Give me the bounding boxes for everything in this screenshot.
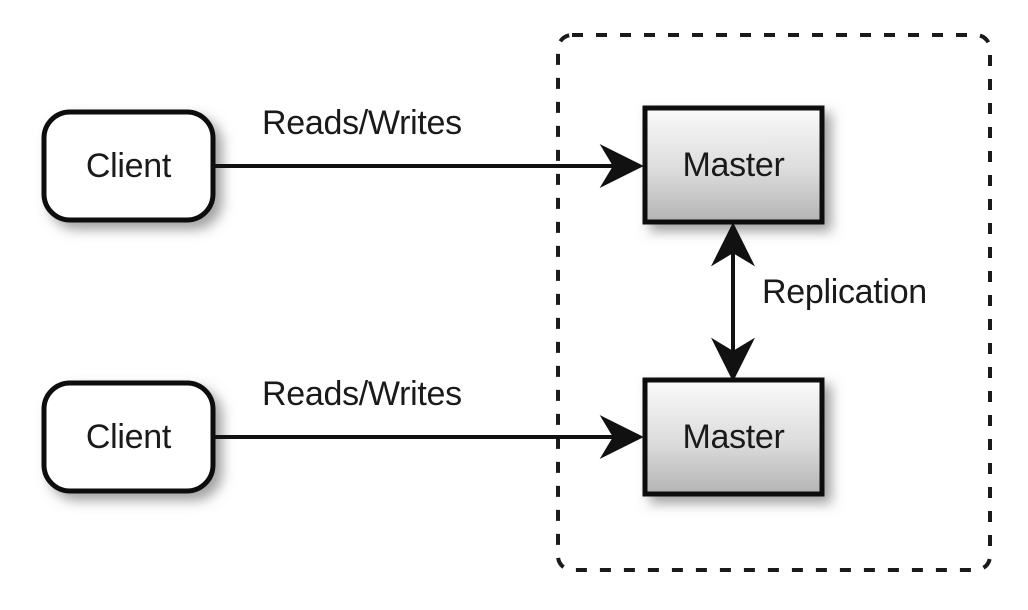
- node-client-top[interactable]: [41, 109, 216, 223]
- client-top-shape: [41, 109, 216, 223]
- node-client-bottom[interactable]: [41, 380, 216, 494]
- edge-label-reads-writes-bottom: Reads/Writes: [262, 375, 462, 413]
- node-master-bottom[interactable]: [642, 377, 825, 497]
- edge-label-replication: Replication: [762, 273, 927, 311]
- client-bottom-shape: [41, 380, 216, 494]
- edge-label-reads-writes-top: Reads/Writes: [262, 104, 462, 142]
- master-bottom-shape: [642, 377, 825, 497]
- master-top-shape: [642, 105, 825, 225]
- replication-cluster-boundary: [556, 33, 992, 572]
- node-master-top[interactable]: [642, 105, 825, 225]
